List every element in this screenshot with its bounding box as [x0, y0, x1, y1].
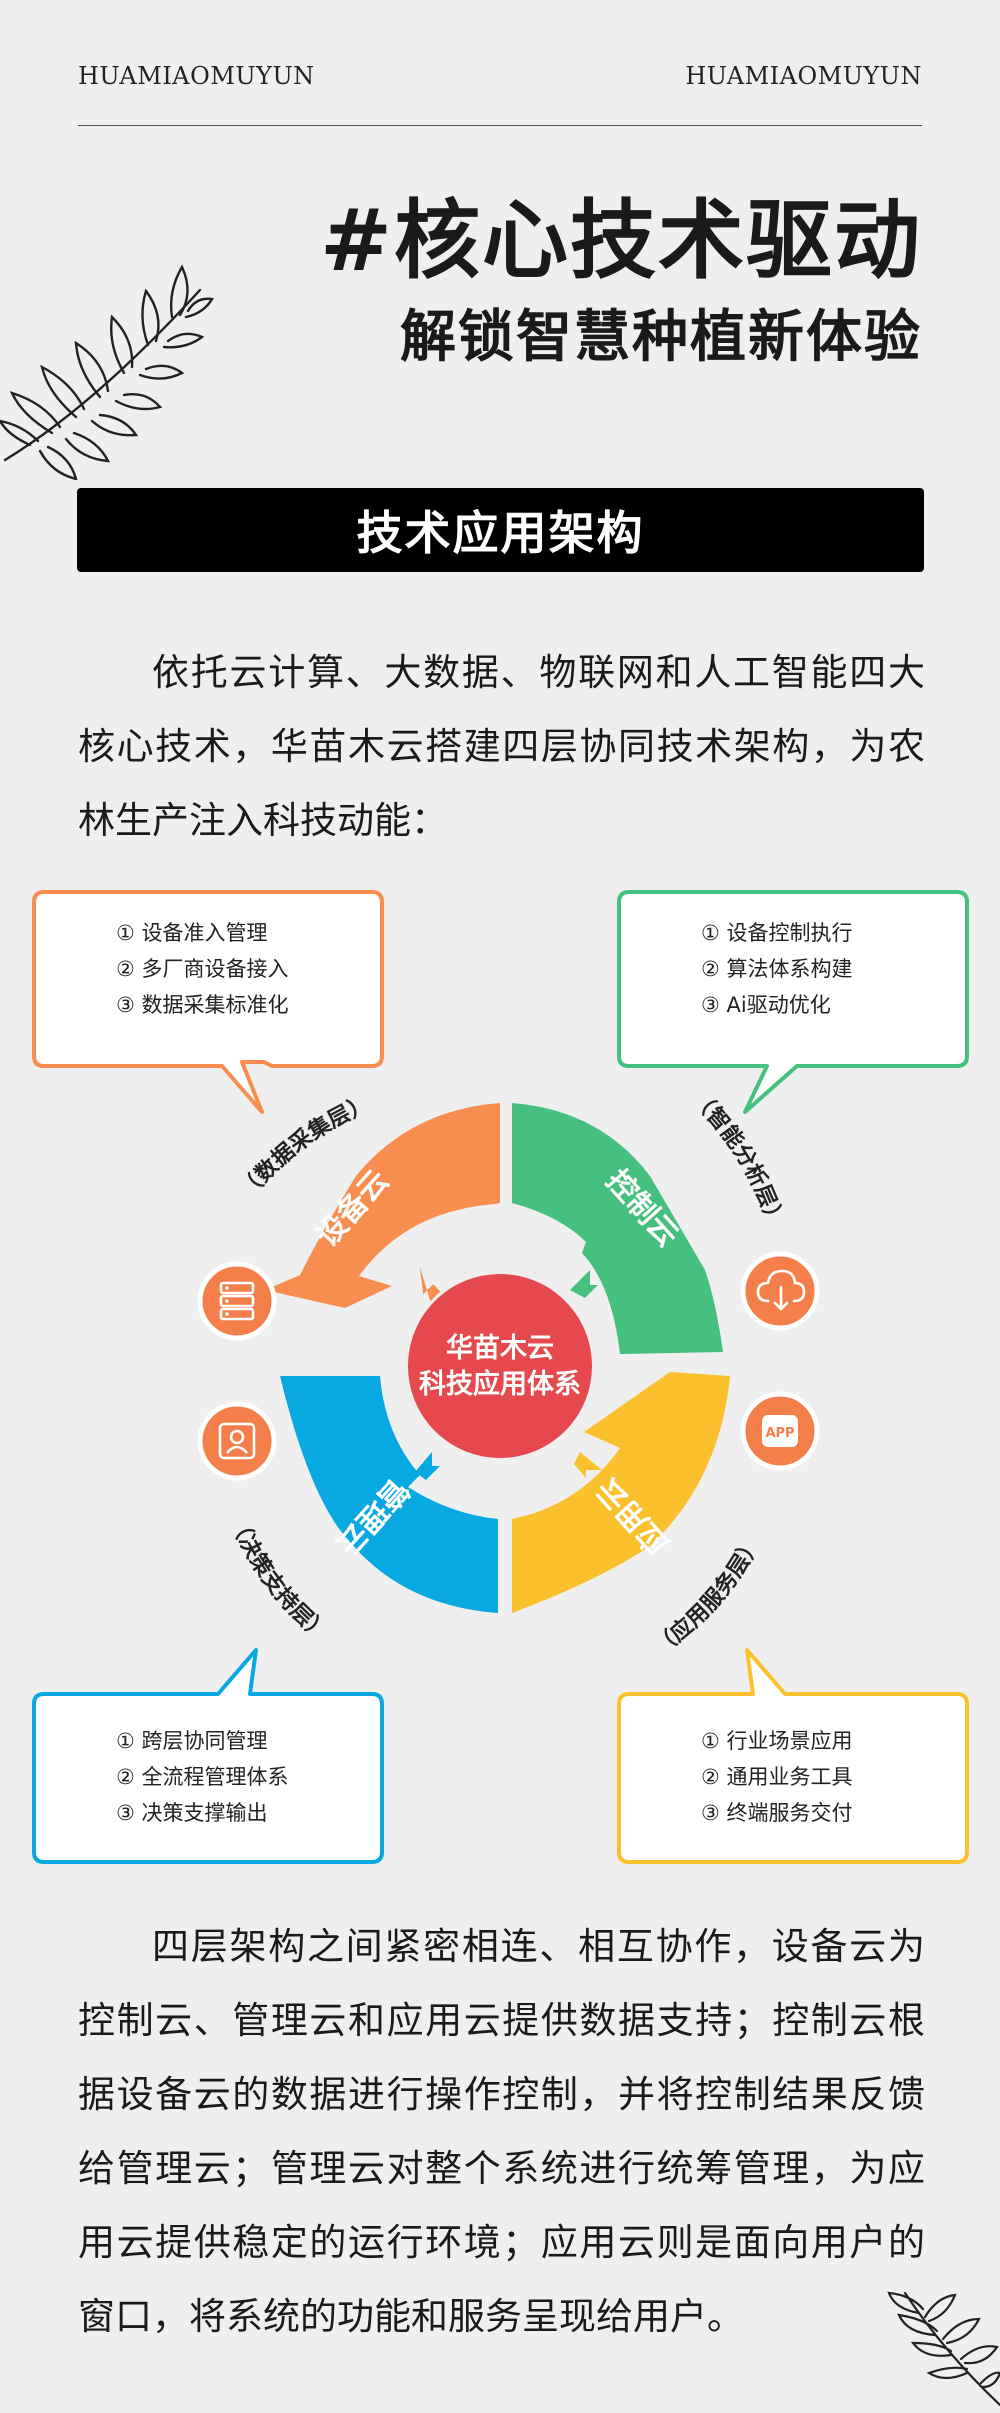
callout-frame — [32, 890, 384, 1114]
callout-device-cloud: ① 设备准入管理 ② 多厂商设备接入 ③ 数据采集标准化 — [32, 890, 384, 1130]
conclusion-paragraph: 四层架构之间紧密相连、相互协作，设备云为控制云、管理云和应用云提供数据支持；控制… — [78, 1925, 925, 2338]
brand-left: HUAMIAOMUYUN — [78, 62, 315, 90]
callout-item: ① 设备准入管理 — [116, 921, 268, 945]
callout-item: ① 跨层协同管理 — [116, 1729, 268, 1753]
user-icon — [197, 1401, 277, 1481]
cloud-download-icon — [740, 1251, 820, 1331]
layer-label-application: （应用服务层） — [649, 1532, 766, 1660]
inner-arrow-blue — [415, 1452, 440, 1480]
callout-item: ② 通用业务工具 — [701, 1765, 853, 1789]
callout-frame — [617, 890, 969, 1114]
callout-item: ③ 终端服务交付 — [701, 1801, 853, 1825]
header-divider — [78, 125, 922, 126]
callout-item: ① 行业场景应用 — [701, 1729, 853, 1753]
callout-item: ③ 决策支撑输出 — [116, 1801, 268, 1825]
layer-label-control: （智能分析层） — [686, 1086, 788, 1231]
page-subtitle: 解锁智慧种植新体验 — [400, 305, 922, 370]
inner-arrow-orange — [419, 1266, 441, 1302]
center-label-line1: 华苗木云 — [446, 1332, 554, 1364]
callout-item: ② 算法体系构建 — [701, 957, 853, 981]
segment-control-cloud — [512, 1103, 723, 1354]
brand-right: HUAMIAOMUYUN — [685, 62, 922, 90]
leaf-branch-icon — [0, 264, 214, 480]
center-circle — [408, 1274, 592, 1458]
intro-paragraph: 依托云计算、大数据、物联网和人工智能四大核心技术，华苗木云搭建四层协同技术架构，… — [78, 651, 925, 842]
section-title: 技术应用架构 — [77, 488, 924, 572]
center-label-line2: 科技应用体系 — [419, 1368, 581, 1400]
segment-management-cloud — [280, 1376, 498, 1613]
inner-arrow-green — [570, 1270, 598, 1298]
callout-item: ② 全流程管理体系 — [116, 1765, 289, 1789]
leaf-branch-icon — [887, 2291, 1000, 2407]
callout-item: ① 设备控制执行 — [701, 921, 853, 945]
callout-item: ② 多厂商设备接入 — [116, 957, 289, 981]
callout-item: ③ 数据采集标准化 — [116, 993, 289, 1017]
segment-application-cloud — [512, 1372, 730, 1613]
server-icon — [197, 1261, 277, 1341]
callout-control-cloud: ① 设备控制执行 ② 算法体系构建 ③ Ai驱动优化 — [617, 890, 969, 1130]
segment-device-cloud — [265, 1103, 500, 1308]
inner-arrow-yellow — [574, 1452, 602, 1478]
callout-frame — [617, 1648, 969, 1864]
callout-management-cloud: ① 跨层协同管理 ② 全流程管理体系 ③ 决策支撑输出 — [32, 1640, 384, 1865]
app-icon: APP — [740, 1391, 820, 1471]
layer-label-management: （决策支持层） — [224, 1512, 333, 1646]
callout-item: ③ Ai驱动优化 — [701, 993, 831, 1017]
page-title: #核心技术驱动 — [319, 191, 922, 291]
callout-application-cloud: ① 行业场景应用 ② 通用业务工具 ③ 终端服务交付 — [617, 1640, 969, 1865]
architecture-diagram: 华苗木云 科技应用体系 设备云 控制云 应用云 管理云 （数据采集层） （智能分… — [197, 1086, 820, 1660]
svg-text:APP: APP — [765, 1426, 794, 1441]
callout-frame — [32, 1648, 384, 1864]
